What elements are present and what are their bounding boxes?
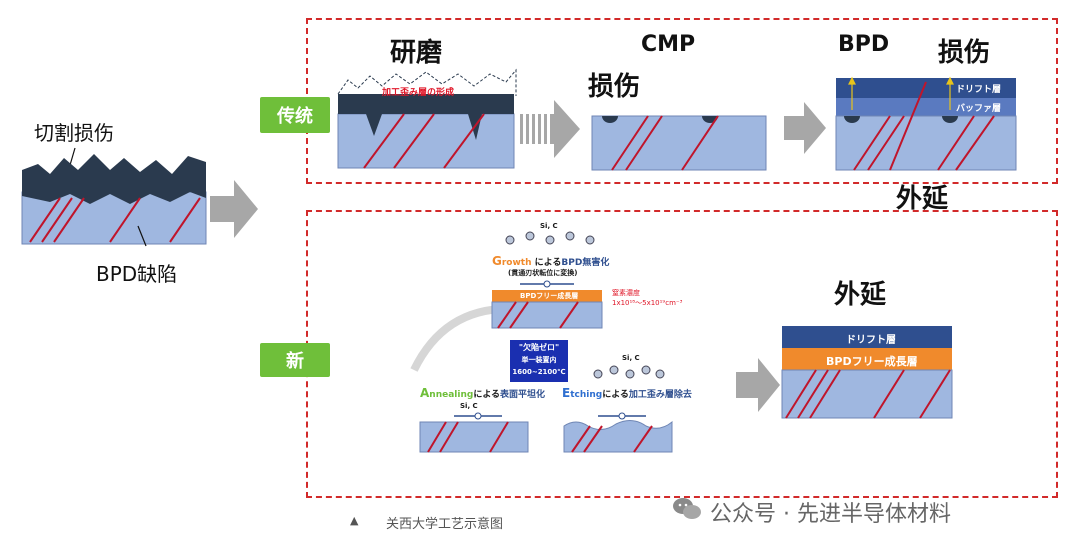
flow-arrow-hatched (520, 100, 580, 158)
growth-precursor-icons (505, 231, 595, 245)
bpd-defect-label: BPD缺陷 (96, 262, 178, 286)
zero-defect-line1: "欠陥ゼロ" (518, 343, 560, 352)
etching-blue-text: 加工歪み層除去 (628, 390, 692, 400)
bpd-label: BPD (838, 32, 890, 57)
cmp-damage-pit-left (602, 116, 618, 123)
traditional-epi-label: 外延 (896, 184, 949, 214)
epi-defects (853, 81, 995, 171)
grinding-diagram (337, 68, 517, 169)
zero-defect-line2: 単一装置内 (521, 356, 557, 364)
wechat-icon (673, 498, 701, 519)
dicing-damage-label: 切割损伤 (34, 121, 114, 145)
buffer-layer-label: バッファ層 (956, 104, 1002, 114)
cmp-damage-label: 损伤 (588, 72, 641, 102)
traditional-tag: 传统 (260, 97, 330, 133)
deformed-layer (338, 94, 514, 140)
etching-title: Etchingによる加工歪み層除去 (562, 386, 692, 400)
flow-arrow-3 (784, 102, 826, 154)
annealing-initial: A (420, 386, 430, 400)
drift-layer-label: ドリフト層 (956, 85, 1002, 95)
cmp-defects (611, 115, 719, 171)
epi-damage-label: 损伤 (938, 38, 991, 68)
result-substrate (781, 369, 953, 419)
new-tag: 新 (260, 343, 330, 377)
result-drift-label: ドリフト層 (846, 335, 896, 346)
growth-initial: G (492, 254, 502, 268)
caption-triangle-icon: ▲ (350, 514, 359, 527)
deformed-layer-note: 加工歪み層の形成 (382, 88, 455, 98)
grinding-title: 研磨 (390, 38, 443, 68)
etching-diagram (563, 412, 673, 453)
epi-substrate (835, 115, 1017, 171)
bpd-leader-line (137, 225, 147, 247)
zero-defect-line3: 1600~2100℃ (512, 368, 566, 376)
doping-label: 窒素濃度 (612, 289, 640, 297)
annealing-diagram (419, 412, 529, 453)
growth-sic-label: Si, C (540, 222, 558, 230)
growth-word: rowth (501, 258, 532, 268)
damaged-wafer-diagram (21, 147, 207, 247)
etching-initial: E (562, 386, 571, 400)
cmp-substrate (591, 115, 767, 171)
annealing-title: Annealingによる表面平坦化 (420, 386, 545, 400)
growth-suffix: による (534, 258, 562, 268)
cmp-diagram (591, 115, 767, 171)
grinding-outline (337, 68, 517, 96)
growth-orange-layer (492, 290, 602, 302)
annealing-word: nnealing (429, 390, 474, 400)
doping-value: 1x10¹⁸～5x10¹⁹cm⁻³ (612, 299, 683, 307)
figure-caption: 关西大学工艺示意图 (386, 517, 504, 532)
growth-subtitle: (貫通刃状転位に変換) (508, 269, 578, 277)
result-bpdfree-layer (782, 348, 952, 370)
etching-suffix: による (602, 390, 629, 400)
etch-sic-label: Si, C (622, 354, 640, 362)
cmp-title: CMP (641, 32, 696, 57)
flow-arrow-main (210, 180, 258, 238)
result-drift-layer (782, 326, 952, 348)
growth-diagram (491, 280, 603, 329)
grinding-defects (363, 113, 485, 169)
annealing-suffix: による (473, 390, 501, 400)
flow-arrow-new (736, 358, 780, 412)
anneal-sic-label: Si, C (460, 402, 478, 410)
growth-title: Growth によるBPD無害化 (492, 254, 609, 268)
watermark: 公众号 · 先进半导体材料 (710, 502, 951, 527)
grinding-substrate (337, 113, 515, 169)
annealing-blue-text: 表面平坦化 (500, 390, 546, 400)
propagation-arrows (848, 76, 954, 110)
result-bpdfree-label: BPDフリー成長層 (826, 355, 918, 368)
traditional-epi-diagram (835, 76, 1017, 171)
bpd-defect-lines (29, 197, 201, 243)
growth-layer-label: BPDフリー成長層 (520, 292, 579, 300)
zero-defect-badge: "欠陥ゼロ" 単一装置内 1600~2100℃ (510, 340, 568, 382)
growth-blue-text: BPD無害化 (561, 258, 610, 268)
damage-layer (22, 154, 206, 204)
buffer-layer (836, 98, 1016, 116)
new-result-diagram (781, 326, 953, 419)
etching-precursor-icons (593, 365, 665, 379)
etching-word: tching (570, 390, 603, 400)
new-epi-label: 外延 (834, 280, 887, 310)
drift-layer (836, 78, 1016, 98)
